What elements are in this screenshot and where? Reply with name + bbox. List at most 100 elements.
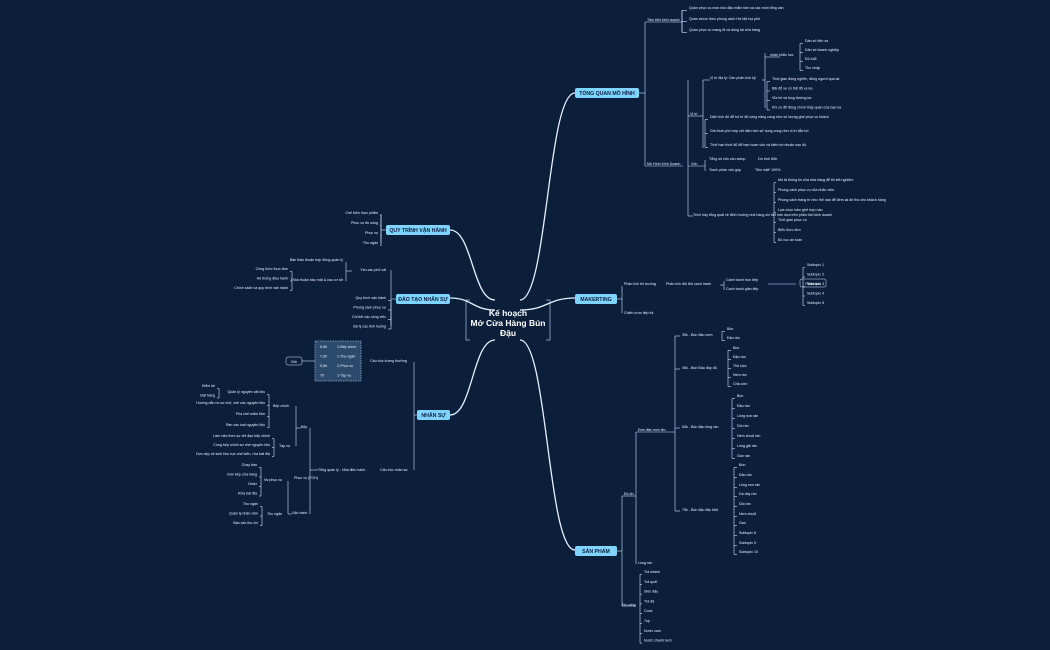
- dao-tao-item: Bộ lý các tình huống: [353, 325, 386, 329]
- vi-tri-item: Giá thuê phù hợp với diện tích sử dụng c…: [710, 128, 809, 133]
- connector: [519, 297, 576, 311]
- makerting-branch-box[interactable]: [575, 294, 617, 304]
- mon-chinh-label: Đơn đặc món tim: [638, 428, 666, 432]
- drink-item: Trà quất: [644, 580, 657, 584]
- dao-tao-item: Phong cách phục vụ: [353, 306, 386, 310]
- hoach-dinh-item: Phong cách phục vụ của nhân viên: [778, 188, 834, 192]
- group-item: Lòng giả rán: [737, 444, 757, 448]
- drink-item: Siêu đậu: [644, 590, 658, 594]
- bep-label: Bếp: [301, 425, 307, 429]
- group-item: Subtopic 8: [739, 531, 756, 535]
- group-item: Chả cốm: [733, 382, 747, 386]
- quy-trinh-item: Phục vụ đồ uống: [351, 221, 378, 225]
- khach-item: Dân số doanh nghiệp: [805, 48, 839, 52]
- makerting-subtopic: Subtopic 3: [807, 282, 824, 286]
- center-title-2: Mở Cửa Hàng Bún: [470, 318, 545, 328]
- san-pham-branch-box[interactable]: [575, 546, 617, 556]
- long-ran-label: Lòng rán: [638, 561, 652, 565]
- dao-tao-item: Chi tiết các công việc: [352, 315, 386, 319]
- center-title-1: Kế hoạch: [489, 308, 527, 318]
- bep-chinh-item: Quản lý nguyên vật liệu: [227, 390, 265, 394]
- vi-tri-item: Thời hạn thuê đủ để bạn hoàn vốn và kiếm…: [710, 143, 806, 147]
- dao-tao-branch-box[interactable]: [396, 294, 450, 304]
- hoach-dinh-item: Thời gian phục vụ: [778, 218, 807, 222]
- bep-chinh-item: Pha chế mắm tôm: [236, 411, 265, 416]
- thu-ngan-label: Thu ngân: [267, 512, 282, 516]
- dia-ly-item: Thời gian đông nghẽn, đông người qua lại: [772, 77, 839, 81]
- tong-quan-branch-box[interactable]: [575, 88, 639, 98]
- nhan-su-branch-label: NHÂN SỰ: [421, 412, 446, 419]
- hoach-dinh-item: Lựa chọn hàm ghế hợp nào: [778, 208, 823, 212]
- thi-truong-label: Phân tích thị trường: [624, 282, 656, 286]
- salary-amount: 7tr: [320, 374, 325, 378]
- makerting-branch-label: MAKERTING: [580, 297, 611, 303]
- group-item: Bún: [727, 327, 733, 331]
- khach-item: Độ tuổi: [805, 57, 817, 61]
- yeu-cau-item: Bản thảo thuận hợp đồng quản lý: [290, 258, 344, 262]
- quy-trinh-item: Thu ngân: [363, 241, 378, 245]
- dao-tao-branch-label: ĐÀO TẠO NHÂN SỰ: [398, 296, 448, 303]
- tap-vu-item: Dọn dẹp vệ sinh khu vực chế biến, rửa bá…: [196, 452, 270, 456]
- thoa-thuan-label: Thỏa thuận bảo mật & các cơ sở: [291, 278, 344, 282]
- dia-ly-item: Bãi đỗ xe có thể đỗ xe ka: [772, 86, 812, 91]
- nhan-su-branch-box[interactable]: [417, 410, 450, 420]
- bep-chinh-label: Bếp chính: [273, 404, 289, 408]
- group-label: 45k - Bún Đậu đầy đủ: [682, 366, 717, 370]
- von-value: Tiền mặt* 100%: [755, 168, 781, 172]
- tap-vu-item: Làm việc theo sự chỉ đạo bếp chính: [213, 434, 270, 438]
- doi-thu-label: Phân tích đối thủ cạnh tranh: [666, 282, 711, 286]
- gian-tiep-label: Cạnh tranh gián tiếp: [726, 287, 758, 291]
- salary-role: 1-Tạp vụ: [337, 374, 351, 378]
- truc-tiep-label: Cạnh tranh trực tiếp: [726, 278, 758, 282]
- group-item: Đậu rán: [737, 404, 750, 408]
- bep-chinh-sub: Đặt hàng: [200, 394, 215, 398]
- group-item: Dồi rán: [739, 502, 751, 506]
- do-an-label: Đồ ăn: [624, 492, 634, 496]
- yeu-cau-label: Yêu cầu phỏ vài: [360, 268, 386, 272]
- salary-amount: 7,0tr: [320, 355, 328, 359]
- makerting-subtopic: Subtopic 5: [807, 301, 824, 305]
- phuc-vu-item: Rửa bát đĩa: [238, 492, 257, 496]
- mo-hinh-label: Mô Hình Kinh Doanh: [647, 162, 680, 166]
- connector: [449, 339, 496, 416]
- group-item: Đậu rán: [727, 336, 740, 340]
- do-uong-label: Đồ uống: [622, 603, 636, 607]
- salary-role: 2-Phục vụ: [337, 364, 353, 368]
- drink-item: Nước cam: [644, 629, 661, 633]
- drink-item: Trà đá: [644, 599, 654, 603]
- center-title-3: Đậu: [500, 328, 516, 338]
- vi-tri-label: Vị trí: [690, 112, 697, 116]
- bep-chinh-item: Rán các loại nguyên liệu: [226, 423, 265, 427]
- group-item: Bún: [737, 394, 743, 398]
- salary-role: 1-Thu ngân: [337, 355, 355, 359]
- salary-role: 1-Bếp chính: [337, 345, 356, 349]
- von-label: Vốn: [691, 162, 697, 166]
- salary-amount: 5,5tr: [320, 364, 328, 368]
- chien-luoc-label: Chiến lược tiếp thị: [624, 311, 654, 315]
- group-item: Nem chuối: [739, 512, 756, 516]
- group-item: Subtopic 9: [739, 541, 756, 545]
- thoa-thuan-item: Công thức thực đơn: [256, 267, 288, 271]
- drink-item: 7up: [644, 619, 650, 623]
- tong-quan-branch-label: TỔNG QUAN MÔ HÌNH: [579, 89, 635, 97]
- group-item: Bún: [739, 463, 745, 467]
- quy-trinh-branch-box[interactable]: [386, 225, 450, 235]
- co-cau-label: Cấu trúc lương thưởng: [370, 359, 407, 363]
- phan-tich-box[interactable]: [799, 278, 827, 288]
- tam-nhin-item: Quán decor theo phong cách Hà Nội bụi ph…: [689, 17, 760, 21]
- tam-nhin-item: Quán phục vụ món bún đậu mắm tôm và các …: [689, 5, 784, 10]
- group-item: Gan rán: [737, 454, 750, 458]
- tam-nhin-item: Quán phục vụ mang đi và dùng tại cửa hàn…: [689, 28, 760, 32]
- connector: [449, 297, 496, 311]
- group-label: 35k - Bún đậu cơm: [682, 333, 713, 337]
- thoa-thuan-item: Hệ thống điều hành: [257, 277, 288, 281]
- thu-ngan-item: Báo cáo thu chi: [233, 521, 258, 525]
- connector: [519, 92, 576, 301]
- drink-item: Coca: [644, 609, 652, 613]
- quy-trinh-item: Chế biến thực phẩm: [345, 211, 378, 215]
- von-item: Tổng số vốn cần setup: [709, 157, 745, 161]
- quy-trinh-item: Phục vụ: [365, 231, 378, 235]
- connector: [449, 229, 496, 301]
- group-item: Gan: [739, 521, 746, 525]
